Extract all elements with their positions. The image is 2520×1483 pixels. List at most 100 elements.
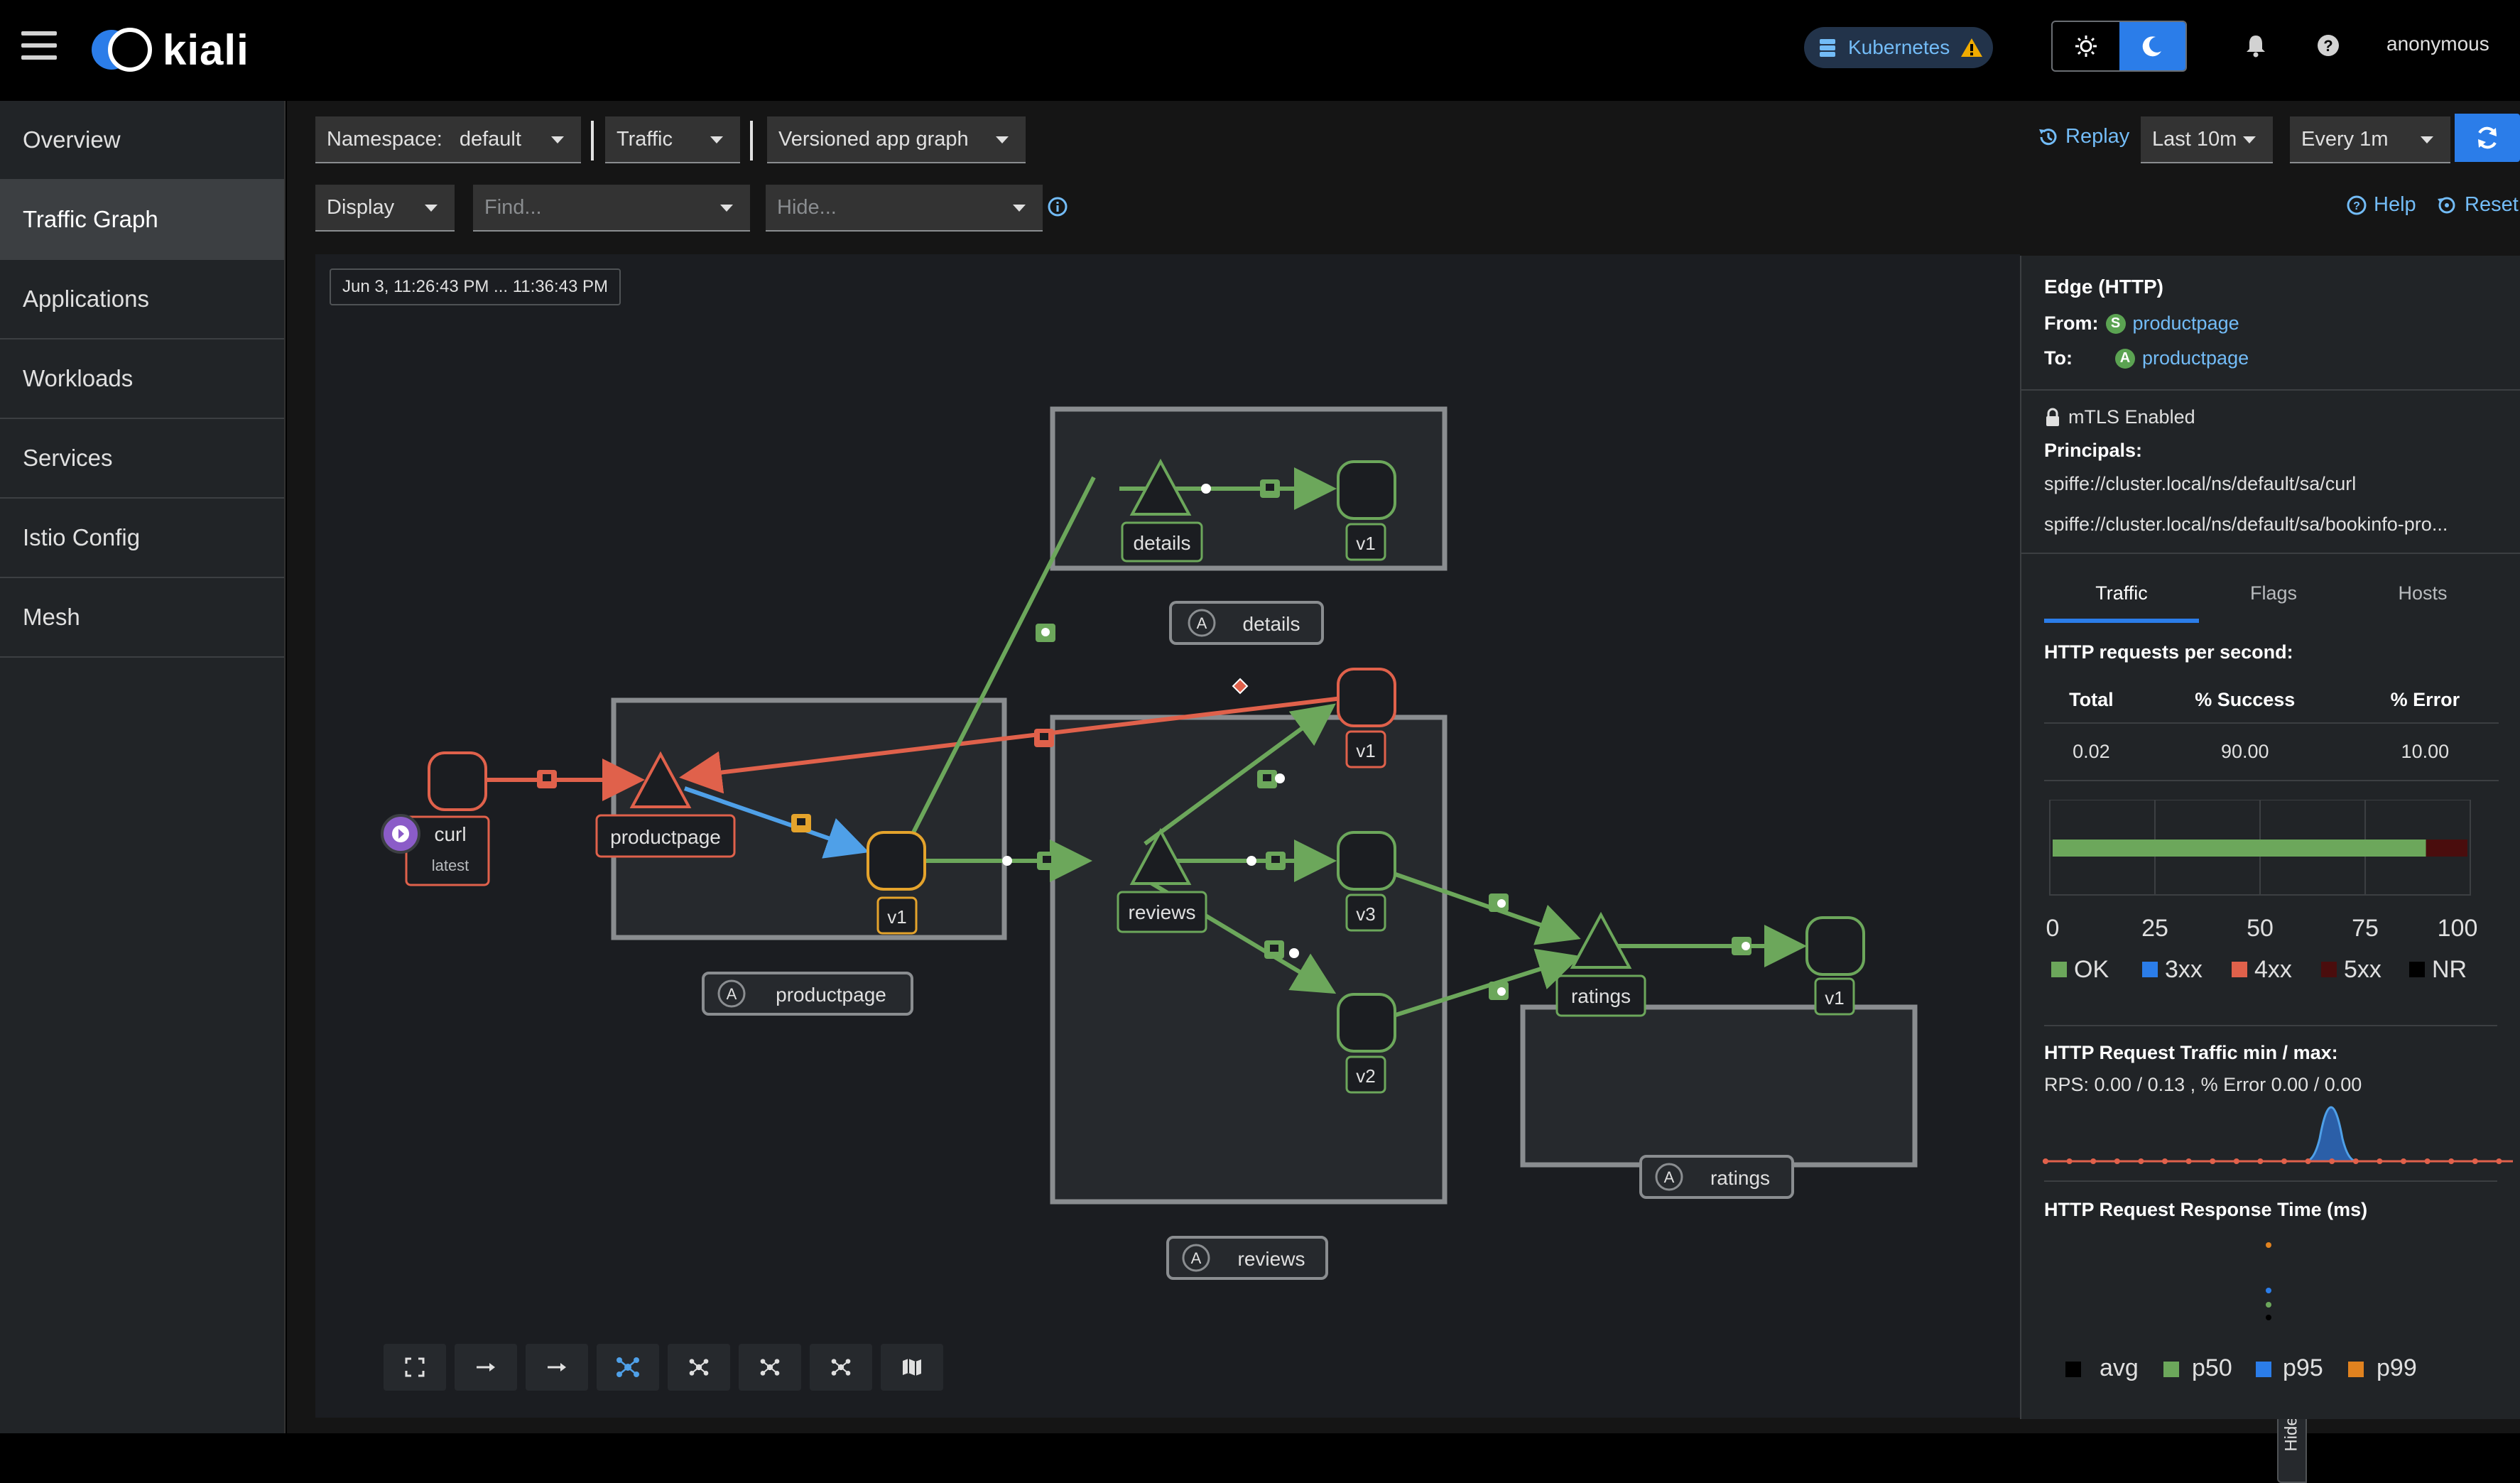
sparkline-point — [2472, 1158, 2478, 1164]
fit-to-screen-button[interactable] — [384, 1344, 446, 1391]
help-button[interactable]: ? Help — [2347, 193, 2416, 217]
edge-reviews-v1-productpage[interactable] — [679, 695, 1349, 794]
traffic-graph-canvas[interactable]: Jun 3, 11:26:43 PM ... 11:36:43 PM — [315, 254, 2020, 1418]
divider — [750, 121, 753, 161]
lock-icon — [2046, 408, 2059, 426]
dark-theme-button[interactable] — [2119, 22, 2185, 70]
cell-error: 10.00 — [2351, 723, 2499, 781]
refresh-interval-select[interactable]: Every 1m — [2290, 116, 2450, 163]
traffic-label: Traffic — [617, 127, 673, 151]
lock-icon — [1037, 852, 1057, 870]
sparkline-point — [2090, 1158, 2097, 1164]
cell-success: 90.00 — [2138, 723, 2352, 781]
chevron-down-icon — [720, 205, 733, 212]
namespace-select[interactable]: Namespace: default — [315, 116, 581, 163]
edge-productpage-v1-selected[interactable] — [684, 786, 869, 859]
light-theme-button[interactable] — [2053, 22, 2119, 70]
tab-traffic[interactable]: Traffic — [2044, 568, 2199, 623]
node-reviews-v3[interactable]: v3 — [1337, 831, 1396, 932]
col-success: % Success — [2138, 678, 2352, 724]
display-select[interactable]: Display — [315, 185, 455, 232]
edge-reviews-v2-ratings[interactable] — [1393, 948, 1581, 1018]
node-details-app[interactable]: details — [1121, 458, 1203, 563]
sidebar-item-overview[interactable]: Overview — [0, 101, 284, 180]
edge-error-marker — [1232, 678, 1249, 695]
svg-text:p50: p50 — [2192, 1354, 2232, 1381]
refresh-button[interactable] — [2455, 114, 2520, 162]
duration-select[interactable]: Last 10m — [2141, 116, 2273, 163]
layout-default-button[interactable] — [597, 1344, 659, 1391]
svg-text:?: ? — [2353, 200, 2360, 212]
lock-icon — [1489, 982, 1509, 1000]
layout-2-button[interactable] — [739, 1344, 801, 1391]
chevron-down-icon — [425, 205, 438, 212]
info-icon[interactable] — [1047, 196, 1068, 221]
node-label-details: details — [1134, 532, 1191, 554]
cell-total: 0.02 — [2044, 723, 2139, 781]
kiali-logo[interactable]: kiali — [89, 21, 249, 78]
service-badge-icon: S — [2105, 313, 2126, 334]
long-arrow-right-icon — [548, 1363, 566, 1371]
edge-productpage-v1-details[interactable] — [910, 476, 1096, 837]
hamburger-menu-icon[interactable] — [21, 31, 57, 60]
sidebar-item-istio-config[interactable]: Istio Config — [0, 499, 284, 578]
node-ratings-v1[interactable]: v1 — [1805, 916, 1865, 1016]
graph-type-select[interactable]: Versioned app graph — [767, 116, 1026, 163]
sidebar-item-workloads[interactable]: Workloads — [0, 339, 284, 419]
theme-toggle[interactable] — [2051, 21, 2187, 72]
from-link[interactable]: productpage — [2132, 313, 2239, 334]
app-badge: A — [1191, 1249, 1202, 1267]
edge-reviews-v1[interactable] — [1144, 703, 1336, 846]
reset-button[interactable]: Reset — [2436, 193, 2519, 217]
node-reviews-v1[interactable]: v1 — [1337, 668, 1396, 768]
cluster-icon — [1820, 39, 1835, 57]
sidebar-item-traffic-graph[interactable]: Traffic Graph — [0, 180, 284, 260]
app-box-label-details[interactable]: A details — [1169, 601, 1324, 645]
layout-1-button[interactable] — [668, 1344, 730, 1391]
node-reviews-app[interactable]: reviews — [1117, 827, 1207, 933]
app-box-label-ratings[interactable]: A ratings — [1639, 1155, 1794, 1199]
legend-avg: avg — [2065, 1354, 2139, 1381]
display-label: Display — [327, 195, 395, 219]
app-badge: A — [727, 985, 737, 1003]
sidebar-item-services[interactable]: Services — [0, 419, 284, 499]
chevron-down-icon — [2243, 136, 2256, 143]
sidebar-item-applications[interactable]: Applications — [0, 260, 284, 339]
duration-label: Last 10m — [2152, 127, 2237, 151]
node-productpage-app[interactable]: productpage — [595, 751, 736, 858]
cluster-badge[interactable]: Kubernetes — [1804, 27, 1993, 68]
user-menu[interactable]: anonymous — [2386, 33, 2489, 55]
app-box-reviews[interactable] — [1050, 715, 1448, 1205]
node-label-reviews-v1: v1 — [1356, 740, 1375, 761]
hide-input[interactable]: Hide... — [766, 185, 1043, 232]
node-productpage-v1[interactable]: v1 — [867, 831, 926, 935]
replay-button[interactable]: Replay — [2037, 125, 2129, 148]
find-input[interactable]: Find... — [473, 185, 750, 232]
lock-icon — [1034, 729, 1054, 747]
to-link[interactable]: productpage — [2141, 347, 2249, 369]
rps-table: Total % Success % Error 0.02 90.00 10.00 — [2044, 678, 2499, 781]
app-box-label-productpage[interactable]: A productpage — [702, 972, 913, 1016]
node-label-productpage-v1: v1 — [887, 906, 906, 928]
layout-flow-button[interactable] — [526, 1344, 588, 1391]
app-box-label-reviews[interactable]: A reviews — [1166, 1236, 1328, 1280]
node-curl[interactable]: curl latest — [381, 751, 490, 886]
layout-3-button[interactable] — [810, 1344, 872, 1391]
legend-button[interactable] — [881, 1344, 943, 1391]
masthead: kiali Kubernetes — [0, 0, 2520, 101]
tab-hosts[interactable]: Hosts — [2398, 582, 2448, 604]
layout-horizontal-button[interactable] — [455, 1344, 517, 1391]
edge-reviews-v3-ratings[interactable] — [1393, 871, 1581, 945]
notifications-bell-icon[interactable] — [2242, 31, 2270, 60]
lock-icon — [1036, 624, 1055, 642]
axis-tick: 75 — [2352, 915, 2379, 942]
node-ratings-app[interactable]: ratings — [1555, 911, 1646, 1017]
node-reviews-v2[interactable]: v2 — [1337, 993, 1396, 1094]
traffic-select[interactable]: Traffic — [605, 116, 740, 163]
sidebar-item-mesh[interactable]: Mesh — [0, 578, 284, 658]
help-icon[interactable]: ? — [2314, 31, 2342, 60]
tab-flags[interactable]: Flags — [2249, 582, 2298, 604]
app-box-ratings[interactable] — [1520, 1004, 1918, 1168]
node-details-v1[interactable]: v1 — [1337, 460, 1396, 561]
history-icon — [2039, 128, 2057, 145]
